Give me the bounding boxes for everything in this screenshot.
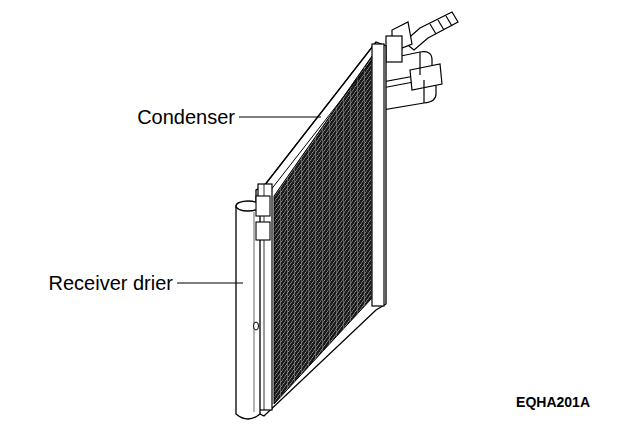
right-tank xyxy=(372,44,384,306)
figure-code: EQHA201A xyxy=(516,395,590,410)
condenser-core xyxy=(274,56,372,404)
part-label: Receiver drier xyxy=(49,272,173,294)
receiver-drier-cylinder xyxy=(236,196,270,419)
condenser-frame xyxy=(256,42,386,416)
inlet-outlet-pipes xyxy=(382,36,442,110)
part-label: Condenser xyxy=(137,106,235,128)
leader-line xyxy=(239,116,321,117)
leader-line xyxy=(177,282,243,283)
